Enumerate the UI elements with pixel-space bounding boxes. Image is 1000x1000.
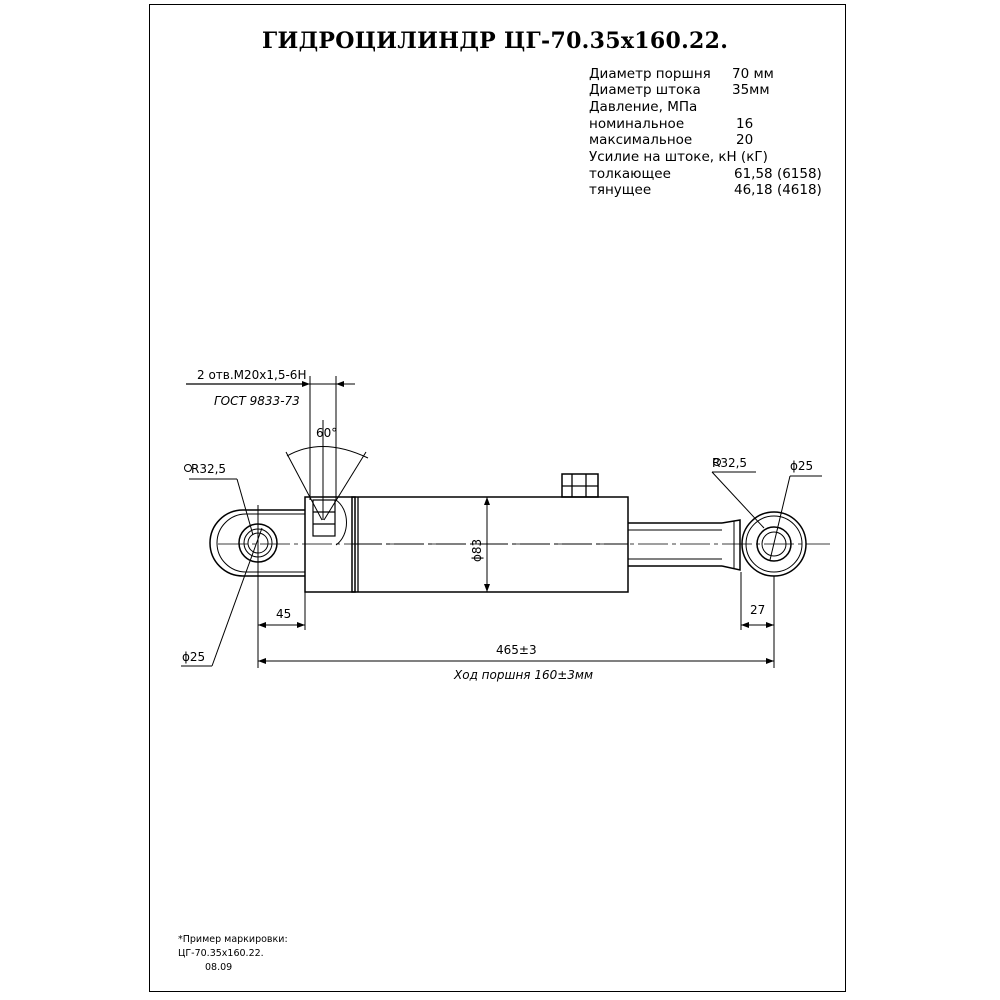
port-angle-label: 60°: [316, 426, 337, 440]
spec-value-0: 70 мм: [732, 66, 774, 82]
spec-value-7: 46,18 (4618): [734, 182, 822, 198]
spec-label-2: Давление, МПа: [589, 99, 698, 115]
port-thread-label: 2 отв.M20x1,5-6H: [197, 368, 306, 382]
drawing-frame: [149, 4, 846, 992]
spec-label-7: тянущее: [589, 182, 652, 198]
marking-line-2: 08.09: [205, 962, 233, 973]
stroke-label: Ход поршня 160±3мм: [453, 668, 593, 682]
radius-right-label: R32,5: [712, 456, 747, 470]
spec-label-5: Усилие на штоке, кН (кГ): [589, 149, 768, 165]
radius-symbol-icon: [713, 458, 721, 466]
radius-left-label: R32,5: [191, 462, 226, 476]
spec-label-6: толкающее: [589, 166, 671, 182]
port-standard-label: ГОСТ 9833-73: [214, 394, 300, 408]
dim-length-label: 465±3: [496, 643, 537, 657]
dim-left-eye-label: 45: [276, 607, 291, 621]
spec-label-0: Диаметр поршня: [589, 66, 711, 82]
spec-value-6: 61,58 (6158): [734, 166, 822, 182]
spec-value-4: 20: [736, 132, 754, 148]
marking-heading: *Пример маркировки:: [178, 934, 288, 945]
spec-value-3: 16: [736, 116, 754, 132]
spec-value-1: 35мм: [732, 82, 770, 98]
spec-label-1: Диаметр штока: [589, 82, 701, 98]
spec-label-4: максимальное: [589, 132, 693, 148]
body-diameter-label: ϕ83: [470, 539, 484, 562]
left-port-fitting: [312, 499, 336, 537]
port-angle-arc: [286, 446, 369, 459]
radius-symbol-icon: [184, 464, 192, 472]
pin-diameter-right-label: ϕ25: [790, 459, 813, 473]
pin-diameter-left-label: ϕ25: [182, 650, 205, 664]
spec-label-3: номинальное: [589, 116, 685, 132]
marking-line-1: ЦГ-70.35x160.22.: [178, 948, 264, 959]
drawing-title: ГИДРОЦИЛИНДР ЦГ-70.35x160.22.: [262, 28, 729, 54]
dim-right-eye-label: 27: [750, 603, 765, 617]
